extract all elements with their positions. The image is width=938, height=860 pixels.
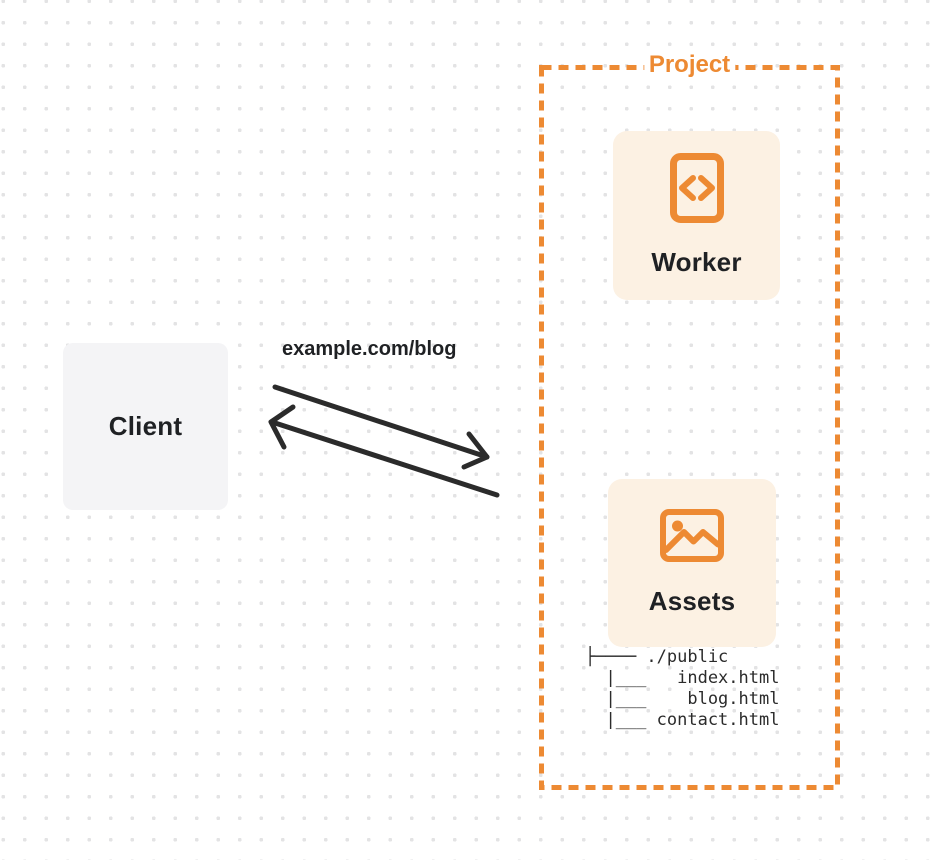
worker-node: Worker	[613, 131, 780, 300]
assets-node: Assets	[608, 479, 776, 647]
request-url-label: example.com/blog	[282, 338, 457, 360]
project-label: Project	[643, 50, 736, 80]
response-arrow	[268, 404, 500, 498]
worker-label: Worker	[651, 247, 742, 277]
project-dashed-border	[539, 65, 840, 790]
image-icon	[660, 509, 724, 562]
client-node: Client	[63, 343, 228, 510]
request-arrow	[272, 384, 490, 470]
client-label: Client	[108, 411, 183, 441]
code-icon	[669, 153, 724, 223]
assets-file-tree: ├──── ./public |___ index.html |___ blog…	[585, 647, 780, 730]
assets-label: Assets	[648, 586, 736, 616]
project-boundary: Project Worker Assets ├──── ./public |__…	[539, 50, 840, 790]
